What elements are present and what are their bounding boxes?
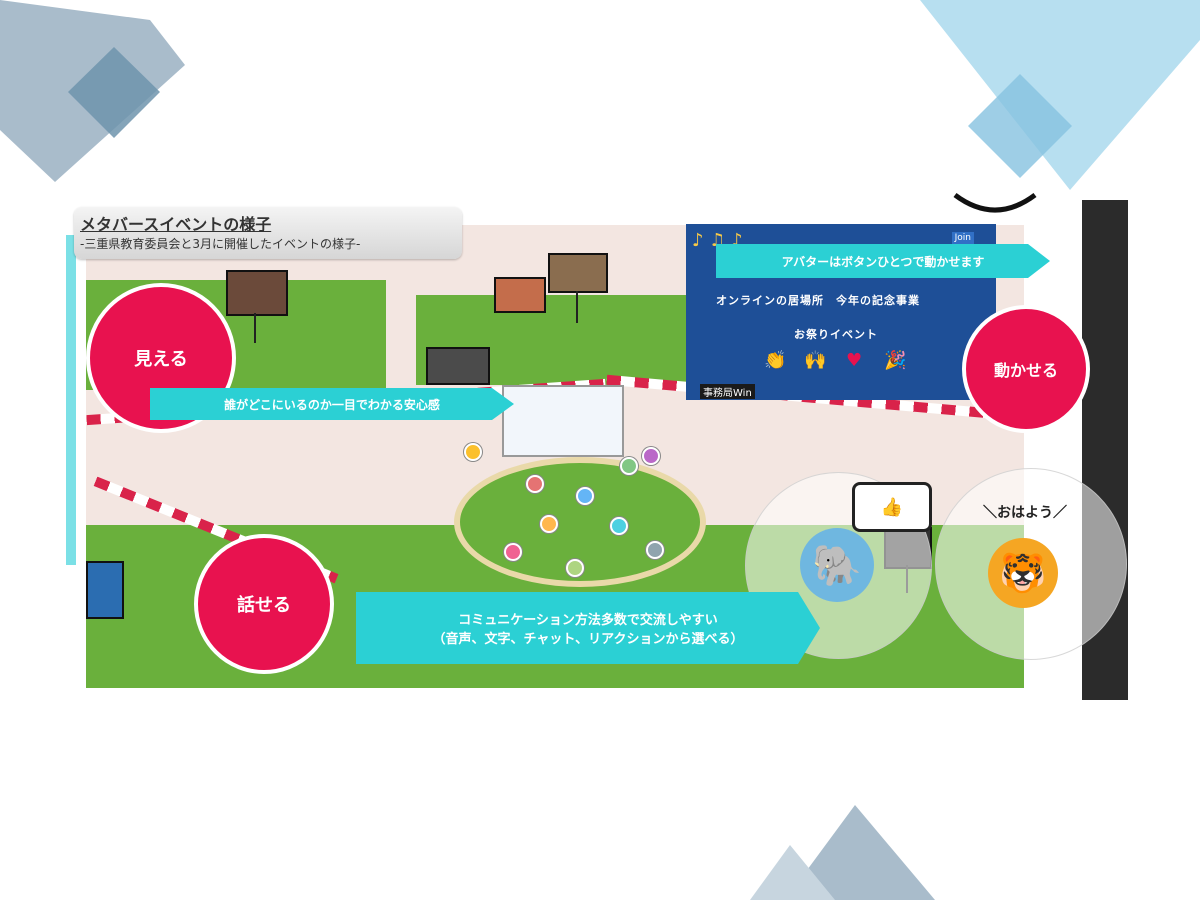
page-subtitle: -三重県教育委員会と3月に開催したイベントの様子- xyxy=(80,237,361,251)
communication-banner: コミュニケーション方法多数で交流しやすい （音声、文字、チャット、リアクションか… xyxy=(356,592,820,664)
stand-2 xyxy=(576,291,578,323)
decor-top-left-shape xyxy=(0,0,185,182)
avatar[interactable] xyxy=(566,559,584,577)
avatar[interactable] xyxy=(464,443,482,461)
screen-bottom-left xyxy=(86,561,124,619)
screen-3 xyxy=(494,277,546,313)
screen-1 xyxy=(226,270,288,316)
join-button[interactable]: Join xyxy=(951,232,974,244)
panel-line-2: お祭りイベント xyxy=(794,328,878,341)
hands-icon[interactable]: 🙌 xyxy=(804,350,827,371)
office-label: 事務局Win xyxy=(700,384,755,399)
decor-bottom-shape xyxy=(750,805,935,900)
screen-4 xyxy=(426,347,490,385)
clap-icon[interactable]: 👏 xyxy=(764,350,787,371)
screen-center xyxy=(502,385,624,457)
communication-line-2: （音声、文字、チャット、リアクションから選べる） xyxy=(432,632,744,647)
tiger-avatar[interactable]: 🐯 xyxy=(988,538,1058,608)
decor-top-right-shape xyxy=(920,0,1200,190)
stand-1 xyxy=(254,313,256,343)
title-box: メタバースイベントの様子 -三重県教育委員会と3月に開催したイベントの様子- xyxy=(74,207,462,259)
feature-move-circle: 動かせる xyxy=(962,305,1090,433)
screen-2 xyxy=(548,253,608,293)
avatar[interactable] xyxy=(576,487,594,505)
elephant-avatar[interactable]: 🐘 xyxy=(800,528,874,602)
party-popper-icon[interactable]: 🎉 xyxy=(884,350,907,371)
feature-talk-circle: 話せる xyxy=(194,534,334,674)
speech-bubble: 👍 xyxy=(852,482,932,532)
avatar[interactable] xyxy=(540,515,558,533)
avatar-banner: アバターはボタンひとつで動かせます xyxy=(716,244,1050,278)
location-banner: 誰がどこにいるのか一目でわかる安心感 xyxy=(150,388,514,420)
avatar[interactable] xyxy=(610,517,628,535)
avatar[interactable] xyxy=(620,457,638,475)
avatar[interactable] xyxy=(646,541,664,559)
avatar[interactable] xyxy=(504,543,522,561)
communication-line-1: コミュニケーション方法多数で交流しやすい xyxy=(458,613,718,628)
decor-arc xyxy=(953,192,1037,213)
heart-icon[interactable]: ♥ xyxy=(846,350,863,371)
cyan-edge xyxy=(66,235,76,565)
greeting-text: ＼おはよう／ xyxy=(983,505,1067,521)
page-title: メタバースイベントの様子 xyxy=(80,215,272,234)
thumbs-up-icon: 👍 xyxy=(880,496,904,518)
panel-line-1: オンラインの居場所 今年の記念事業 xyxy=(716,294,920,307)
avatar[interactable] xyxy=(642,447,660,465)
avatar[interactable] xyxy=(526,475,544,493)
